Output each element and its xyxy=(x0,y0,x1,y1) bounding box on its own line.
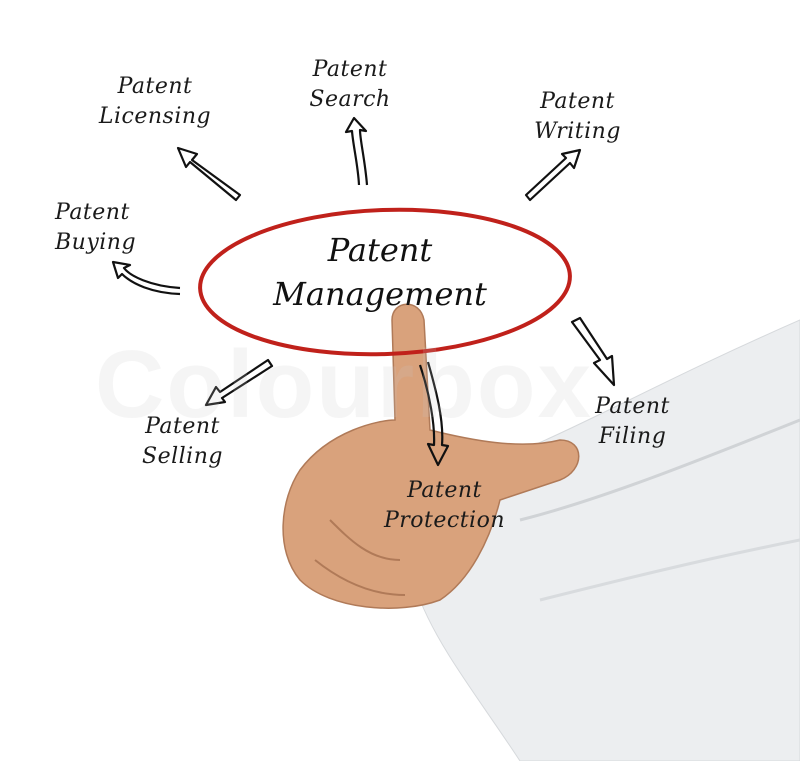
node-line2: Writing xyxy=(534,119,621,144)
node-line1: Patent xyxy=(117,74,193,99)
hand xyxy=(282,303,580,609)
node-line1: Patent xyxy=(595,394,670,419)
arrow-writing xyxy=(524,148,582,202)
node-buying: Patent Buying xyxy=(55,198,175,258)
node-line2: Protection xyxy=(383,508,506,533)
node-filing: Patent Filing xyxy=(575,392,690,452)
node-line1: Patent xyxy=(145,414,220,439)
node-line2: Filing xyxy=(598,424,667,449)
node-line2: Buying xyxy=(55,230,137,255)
arrow-buying xyxy=(111,260,181,296)
node-line2: Licensing xyxy=(98,104,212,129)
arrow-selling xyxy=(204,358,274,407)
center-node: Patent Management xyxy=(225,228,535,316)
arrow-search xyxy=(344,116,369,186)
arrow-protection xyxy=(418,361,450,467)
node-writing: Patent Writing xyxy=(515,87,640,147)
center-line2: Management xyxy=(273,275,487,313)
watermark: Colourbox xyxy=(95,331,593,438)
node-selling: Patent Selling xyxy=(125,412,240,472)
center-line1: Patent xyxy=(327,231,433,269)
node-licensing: Patent Licensing xyxy=(80,72,230,132)
node-line1: Patent xyxy=(55,200,130,225)
node-line1: Patent xyxy=(407,478,482,503)
node-protection: Patent Protection xyxy=(362,476,527,536)
center-ellipse xyxy=(198,207,572,357)
node-line2: Search xyxy=(309,87,391,112)
node-line1: Patent xyxy=(540,89,615,114)
node-line1: Patent xyxy=(312,57,388,82)
node-line2: Selling xyxy=(142,444,223,469)
node-search: Patent Search xyxy=(290,55,410,115)
arrow-filing xyxy=(570,316,616,387)
arrow-licensing xyxy=(176,146,242,202)
